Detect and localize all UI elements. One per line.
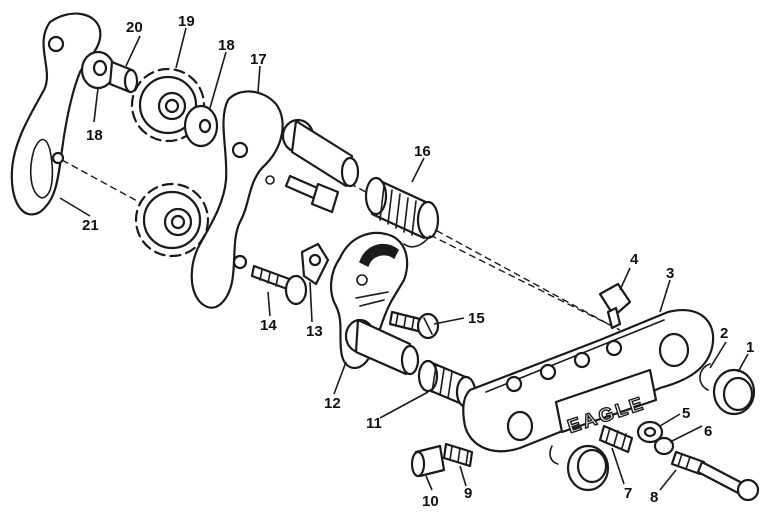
part-label-13: 13 xyxy=(306,323,323,340)
part-label-11: 11 xyxy=(366,415,382,432)
bracket-shaft xyxy=(344,318,420,376)
leader-lines xyxy=(59,27,749,491)
part-label-3: 3 xyxy=(666,265,674,282)
pivot-bolt xyxy=(250,264,308,306)
limit-screw-8 xyxy=(670,450,760,502)
stop-tab xyxy=(300,242,330,286)
axis-line-pivot xyxy=(419,229,621,331)
part-label-18-upper: 18 xyxy=(218,37,235,54)
part-label-17: 17 xyxy=(250,51,267,68)
part-label-21: 21 xyxy=(82,217,99,234)
part-label-19: 19 xyxy=(178,13,195,30)
lower-cap xyxy=(549,444,610,492)
cable-adjuster-4 xyxy=(598,282,632,330)
adjuster-spring-9 xyxy=(442,442,474,468)
part-label-7: 7 xyxy=(624,485,632,502)
part-label-15: 15 xyxy=(468,310,485,327)
part-label-10: 10 xyxy=(422,493,439,510)
barrel-adjuster-10 xyxy=(410,444,446,478)
part-label-2: 2 xyxy=(720,325,728,342)
jockey-bushing xyxy=(108,60,139,94)
outer-cage-plate xyxy=(10,12,102,216)
cable-clamp-nut xyxy=(636,420,675,456)
inner-cage-plate xyxy=(190,90,284,309)
part-label-9: 9 xyxy=(464,485,472,502)
part-label-20: 20 xyxy=(126,19,143,36)
lower-tension-pulley xyxy=(134,182,210,258)
upper-jockey-pulley xyxy=(130,67,206,143)
part-label-18-lower: 18 xyxy=(86,127,103,144)
part-label-12: 12 xyxy=(324,395,341,412)
axis-line-main xyxy=(339,177,611,326)
part-label-8: 8 xyxy=(650,489,658,506)
part-label-14: 14 xyxy=(260,317,277,334)
cage-pivot-shaft xyxy=(281,118,360,188)
limit-screw-15 xyxy=(388,310,440,340)
part-label-1: 1 xyxy=(746,339,754,356)
cage-return-spring xyxy=(364,176,440,248)
jockey-spacer-lower xyxy=(183,104,219,148)
axis-line-upper xyxy=(61,159,151,209)
part-label-16: 16 xyxy=(414,143,431,160)
part-number-labels: 1 2 3 4 5 6 7 8 9 10 11 12 13 14 15 16 1… xyxy=(82,13,754,510)
derailleur-body: EAGLE xyxy=(462,309,715,453)
small-spring-7 xyxy=(598,424,634,454)
part-label-5: 5 xyxy=(682,405,690,422)
part-label-4: 4 xyxy=(630,251,639,268)
pulley-bolt xyxy=(284,174,340,214)
end-cap xyxy=(712,368,756,416)
circlip xyxy=(699,363,711,391)
part-label-6: 6 xyxy=(704,423,712,440)
